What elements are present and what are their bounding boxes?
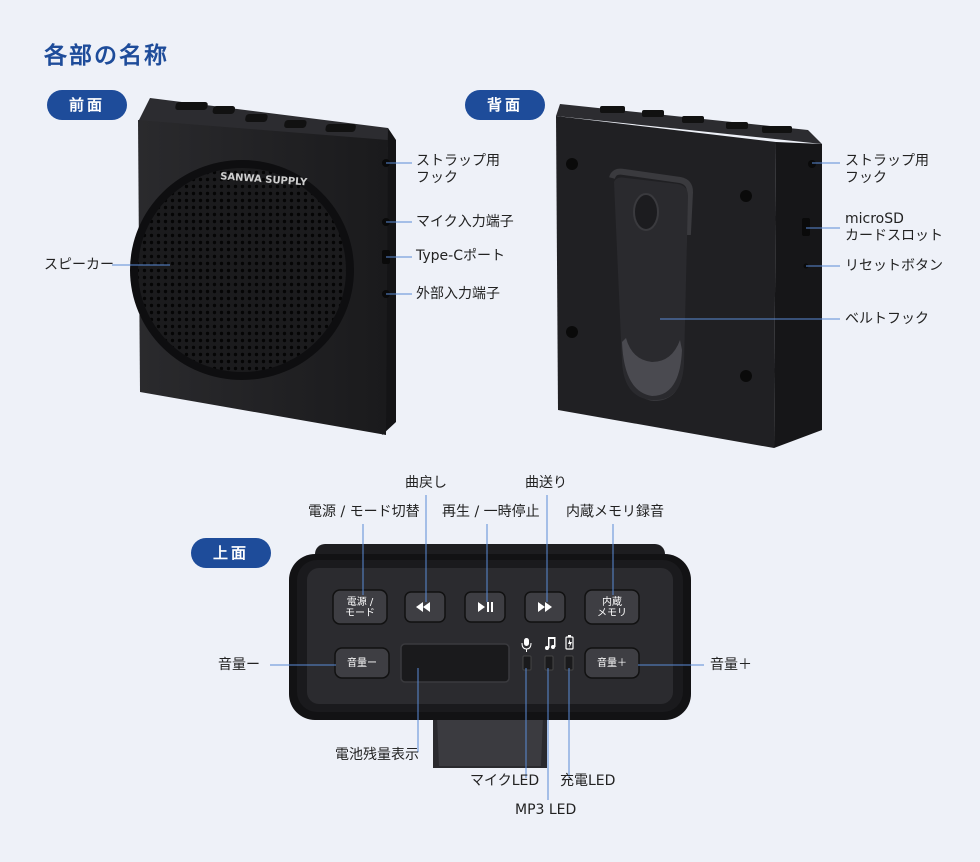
badge-top: 上面 [191, 538, 271, 568]
power-mode-button-label: 電源 / モード [345, 597, 375, 619]
label-mic-input: マイク入力端子 [416, 214, 514, 230]
label-front-strap-hook: ストラップ用 フック [416, 153, 500, 186]
label-volume-up: 音量＋ [710, 657, 752, 673]
label-power-mode: 電源 / モード切替 [308, 504, 420, 520]
music-note-icon [545, 637, 556, 650]
label-play-pause: 再生 / 一時停止 [442, 504, 540, 520]
label-belt-hook: ベルトフック [845, 311, 929, 327]
label-microsd-slot: microSD カードスロット [845, 211, 943, 244]
volume-up-button-label: 音量＋ [597, 658, 627, 669]
front-device-image: SANWA SUPPLY [130, 98, 396, 435]
power-mode-button[interactable]: 電源 / モード [333, 597, 387, 619]
label-mp3-led: MP3 LED [515, 802, 577, 818]
memory-record-button[interactable]: 内蔵 メモリ [585, 597, 639, 619]
label-back-strap-hook: ストラップ用 フック [845, 153, 929, 186]
volume-down-button[interactable]: 音量ー [335, 658, 389, 669]
top-device-image [289, 544, 691, 768]
play-pause-icon [478, 602, 493, 612]
label-volume-down: 音量ー [218, 657, 260, 673]
label-charge-led: 充電LED [560, 773, 616, 789]
badge-front: 前面 [47, 90, 127, 120]
label-mic-led: マイクLED [470, 773, 540, 789]
label-internal-record: 内蔵メモリ録音 [566, 504, 664, 520]
label-battery-indicator: 電池残量表示 [335, 747, 419, 763]
label-reset-button: リセットボタン [845, 258, 943, 274]
label-forward: 曲送り [525, 475, 567, 491]
memory-record-button-label: 内蔵 メモリ [597, 597, 627, 619]
label-speaker: スピーカー [44, 257, 114, 273]
badge-back: 背面 [465, 90, 545, 120]
rewind-icon [416, 602, 430, 612]
microphone-icon [521, 638, 532, 652]
volume-up-button[interactable]: 音量＋ [585, 658, 639, 669]
volume-down-button-label: 音量ー [347, 658, 377, 669]
back-device-image [556, 104, 822, 448]
label-rewind: 曲戻し [405, 475, 447, 491]
fast-forward-icon [538, 602, 552, 612]
label-external-input: 外部入力端子 [416, 286, 500, 302]
label-type-c-port: Type-Cポート [416, 248, 505, 264]
battery-icon [565, 635, 574, 650]
page-title: 各部の名称 [44, 43, 169, 69]
